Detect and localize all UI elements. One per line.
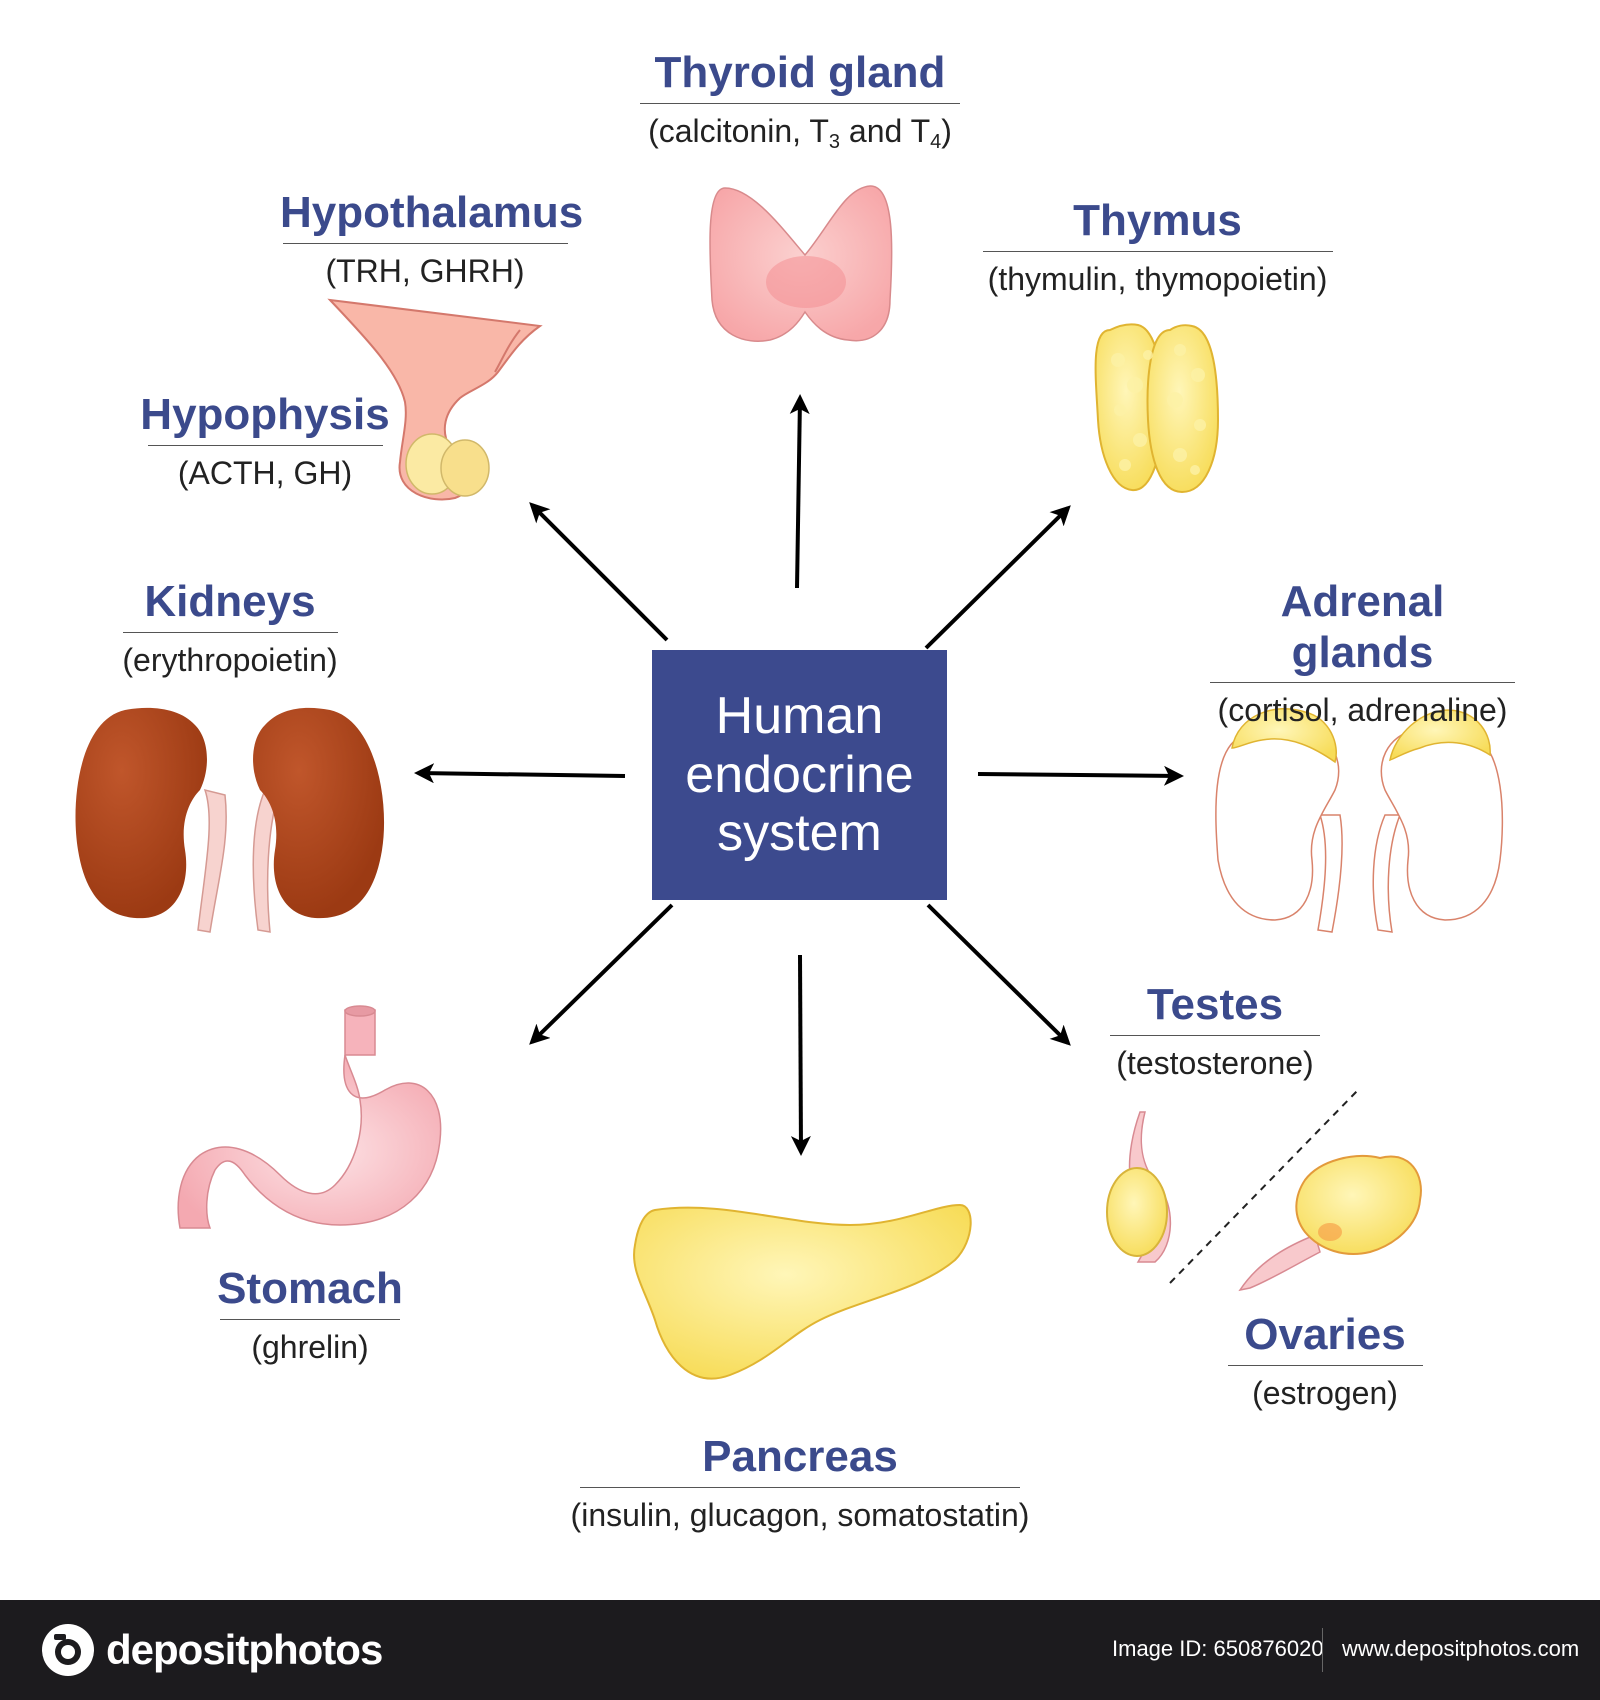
arrow-stomach bbox=[529, 903, 674, 1045]
footer-bar: depositphotos Image ID: 650876020 www.de… bbox=[0, 1600, 1600, 1700]
testes-ovaries-separator bbox=[1169, 1089, 1359, 1284]
testes-hormones: (testosterone) bbox=[1116, 1044, 1314, 1081]
thyroid-hormones: (calcitonin, T3 and T4) bbox=[648, 112, 952, 153]
adrenal-hormones: (cortisol, adrenaline) bbox=[1217, 692, 1508, 729]
arrow-thymus bbox=[924, 505, 1071, 650]
depositphotos-logo[interactable]: depositphotos bbox=[40, 1622, 383, 1678]
label-thymus: Thymus (thymulin, thymopoietin) bbox=[975, 196, 1340, 298]
adrenal-illustration bbox=[1215, 708, 1504, 933]
center-title-box: Human endocrine system bbox=[652, 650, 947, 900]
image-id: Image ID: 650876020 bbox=[1112, 1636, 1324, 1661]
label-kidneys: Kidneys (erythropoietin) bbox=[110, 577, 350, 679]
camera-icon bbox=[42, 1624, 94, 1676]
thyroid-illustration bbox=[709, 185, 893, 342]
footer-divider bbox=[1322, 1628, 1323, 1672]
stomach-hormones: (ghrelin) bbox=[251, 1328, 369, 1365]
arrow-kidneys bbox=[414, 763, 626, 784]
arrow-testes bbox=[926, 903, 1071, 1046]
label-thyroid: Thyroid gland (calcitonin, T3 and T4) bbox=[630, 48, 970, 154]
arrow-thyroid bbox=[789, 394, 810, 589]
stomach-name: Stomach bbox=[217, 1264, 403, 1313]
thymus-name: Thymus bbox=[1073, 196, 1242, 245]
hypothalamus-illustration bbox=[327, 298, 543, 501]
adrenal-name: Adrenal glands bbox=[1280, 577, 1445, 677]
label-stomach: Stomach (ghrelin) bbox=[210, 1264, 410, 1366]
hypothalamus-name: Hypothalamus bbox=[280, 188, 584, 237]
pancreas-hormones: (insulin, glucagon, somatostatin) bbox=[570, 1496, 1030, 1533]
thyroid-name: Thyroid gland bbox=[654, 48, 946, 97]
stomach-illustration bbox=[177, 1005, 442, 1229]
kidneys-illustration bbox=[75, 707, 385, 933]
ovaries-hormones: (estrogen) bbox=[1252, 1374, 1398, 1411]
footer-url[interactable]: www.depositphotos.com bbox=[1342, 1636, 1580, 1661]
label-hypothalamus: Hypothalamus (TRH, GHRH) bbox=[280, 188, 584, 290]
arrow-hypophysis bbox=[529, 502, 669, 642]
arrows bbox=[414, 394, 1184, 1156]
pancreas-illustration bbox=[633, 1203, 972, 1380]
hypophysis-name: Hypophysis bbox=[140, 390, 390, 439]
label-pancreas: Pancreas (insulin, glucagon, somatostati… bbox=[570, 1432, 1030, 1534]
testes-name: Testes bbox=[1146, 980, 1284, 1029]
label-testes: Testes (testosterone) bbox=[1105, 980, 1325, 1082]
pancreas-name: Pancreas bbox=[702, 1432, 898, 1481]
thymus-hormones: (thymulin, thymopoietin) bbox=[987, 260, 1328, 297]
thymus-illustration bbox=[1094, 323, 1220, 494]
hypophysis-hormones: (ACTH, GH) bbox=[177, 454, 353, 491]
arrow-pancreas bbox=[790, 954, 811, 1156]
ovaries-name: Ovaries bbox=[1244, 1310, 1406, 1359]
kidneys-name: Kidneys bbox=[144, 577, 316, 626]
label-adrenal: Adrenal glands (cortisol, adrenaline) bbox=[1205, 577, 1520, 730]
center-title: Human endocrine system bbox=[685, 686, 914, 863]
label-hypophysis: Hypophysis (ACTH, GH) bbox=[140, 390, 390, 492]
testes-illustration bbox=[1106, 1111, 1172, 1263]
label-ovaries: Ovaries (estrogen) bbox=[1225, 1310, 1425, 1412]
hypothalamus-hormones: (TRH, GHRH) bbox=[325, 252, 525, 289]
ovaries-illustration bbox=[1238, 1155, 1422, 1292]
logo-text: depositphotos bbox=[106, 1626, 383, 1673]
arrow-adrenal bbox=[977, 765, 1184, 786]
kidneys-hormones: (erythropoietin) bbox=[122, 641, 338, 678]
